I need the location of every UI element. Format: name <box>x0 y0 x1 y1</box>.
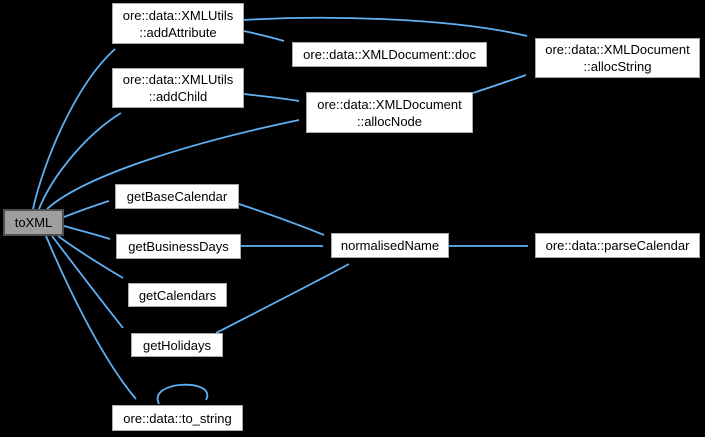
graph-node-normalisedName[interactable]: normalisedName <box>331 233 449 258</box>
node-label-line: getCalendars <box>138 287 217 303</box>
graph-node-parseCalendar[interactable]: ore::data::parseCalendar <box>535 233 700 258</box>
node-label-line: ::allocString <box>583 59 652 74</box>
edge-toXML-to-addChild <box>38 112 122 210</box>
graph-node-doc[interactable]: ore::data::XMLDocument::doc <box>292 42 487 67</box>
edge-to_string-to-to_string <box>156 383 209 405</box>
node-label-line: ::addAttribute <box>139 24 217 40</box>
node-label-line: normalisedName <box>340 238 440 253</box>
edge-allocNode-to-allocString <box>472 74 527 94</box>
edge-addChild-to-allocNode <box>243 93 300 102</box>
node-label-line: getBaseCalendar <box>126 189 228 204</box>
graph-node-getHolidays[interactable]: getHolidays <box>131 333 223 357</box>
graph-node-to_string[interactable]: ore::data::to_string <box>112 405 243 431</box>
edge-toXML-to-to_string <box>45 235 137 400</box>
edge-getBaseCalendar-to-normalisedName <box>238 203 325 236</box>
node-label-line: ore::data::XMLDocument <box>545 42 690 57</box>
graph-node-allocNode[interactable]: ore::data::XMLDocument::allocNode <box>306 92 473 133</box>
graph-node-addChild[interactable]: ore::data::XMLUtils::addChild <box>112 68 244 108</box>
node-label-line: ore::data::XMLDocument <box>317 96 462 112</box>
edge-toXML-to-getHolidays <box>51 235 124 329</box>
node-label-line: ore::data::XMLUtils <box>122 72 234 87</box>
node-label-line: getBusinessDays <box>128 239 229 254</box>
node-label-line: ore::data::to_string <box>123 410 232 426</box>
graph-node-addAttribute[interactable]: ore::data::XMLUtils::addAttribute <box>112 3 244 44</box>
edge-addAttribute-to-doc <box>243 30 285 42</box>
node-label-line: ::allocNode <box>356 113 423 129</box>
graph-node-toXML[interactable]: toXML <box>3 209 64 236</box>
edge-toXML-to-getBusinessDays <box>63 225 111 240</box>
graph-node-getBusinessDays[interactable]: getBusinessDays <box>116 234 241 259</box>
edges-group <box>32 16 528 405</box>
edge-toXML-to-addAttribute <box>32 48 116 210</box>
edge-getHolidays-to-normalisedName <box>215 263 350 334</box>
graph-node-allocString[interactable]: ore::data::XMLDocument::allocString <box>535 38 700 78</box>
node-label-line: ::addChild <box>148 89 208 104</box>
edge-addAttribute-to-allocString <box>243 16 528 37</box>
node-label-line: ore::data::parseCalendar <box>545 238 690 253</box>
node-label-line: getHolidays <box>143 337 211 353</box>
graph-node-getBaseCalendar[interactable]: getBaseCalendar <box>115 184 239 209</box>
edge-toXML-to-allocNode <box>46 119 300 210</box>
edge-toXML-to-getBaseCalendar <box>63 200 110 218</box>
node-label-line: ore::data::XMLDocument::doc <box>303 47 476 62</box>
node-label-line: ore::data::XMLUtils <box>122 7 234 23</box>
edge-toXML-to-getCalendars <box>57 235 124 279</box>
graph-node-getCalendars[interactable]: getCalendars <box>128 283 227 307</box>
node-label-line: toXML <box>14 215 53 230</box>
